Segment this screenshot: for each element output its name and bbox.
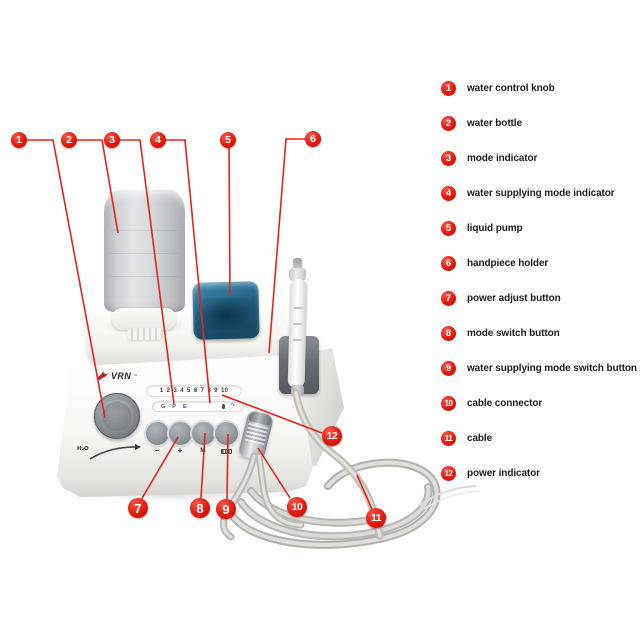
water-flow-arrow <box>89 444 141 460</box>
legend-label-10: cable connector <box>467 398 543 409</box>
callout-8: 8 <box>190 498 210 518</box>
legend-row-2: 2 water bottle <box>441 106 637 141</box>
legend-label-11: cable <box>467 433 493 444</box>
legend-num-8: 8 <box>441 326 456 341</box>
callout-9: 9 <box>216 499 236 519</box>
water-label: H₂O <box>77 446 89 452</box>
legend-row-5: 5 liquid pump <box>441 211 637 246</box>
minus-label: − <box>154 446 160 455</box>
legend-row-3: 3 mode indicator <box>441 141 637 176</box>
water-drop-icon <box>221 404 226 409</box>
legend-row-9: 9 water supplying mode switch button <box>441 351 637 386</box>
mode-switch-button <box>191 422 215 445</box>
watermark-swoosh <box>419 485 481 510</box>
legend-row-4: 4 water supplying mode indicator <box>441 176 637 211</box>
brand-logo: VRN ™ <box>96 370 137 381</box>
power-plus-button <box>168 422 192 445</box>
callout-4: 4 <box>150 132 166 148</box>
mode-letter-g: G <box>161 403 166 410</box>
bird-logo-icon <box>97 371 108 380</box>
legend-row-8: 8 mode switch button <box>441 316 637 351</box>
water-bottle-collar <box>112 308 176 330</box>
legend-row-12: 12 power indicator <box>441 456 637 491</box>
callout-11: 11 <box>366 508 386 528</box>
water-bottle-ring <box>127 328 163 340</box>
legend-label-6: handpiece holder <box>467 258 549 269</box>
callout-2: 2 <box>61 132 77 148</box>
legend-num-4: 4 <box>441 186 456 201</box>
power-level-display: 1 2 3 4 5 6 7 8 9 10 <box>146 385 242 397</box>
legend-num-7: 7 <box>441 291 456 306</box>
brand-text: VRN <box>111 370 132 381</box>
cable-coil <box>220 389 441 549</box>
water-bottle <box>104 190 185 312</box>
legend-label-8: mode switch button <box>467 328 560 339</box>
mode-letter-p: P <box>172 403 176 410</box>
legend-num-2: 2 <box>441 116 456 131</box>
mode-indicator-display: G P E ↷ <box>152 401 244 412</box>
legend-label-12: power indicator <box>467 468 540 479</box>
plus-label: + <box>177 446 183 455</box>
legend-num-12: 12 <box>441 466 456 481</box>
front-control-panel: VRN ™ 1 2 3 4 5 6 7 8 9 10 G P E ↷ H₂O −… <box>57 355 313 497</box>
legend-label-4: water supplying mode indicator <box>467 188 615 199</box>
legend-num-3: 3 <box>441 151 456 166</box>
power-minus-button <box>145 422 169 445</box>
callout-lines <box>27 138 373 510</box>
callout-10: 10 <box>287 497 307 517</box>
legend-row-6: 6 handpiece holder <box>441 246 637 281</box>
legend-num-11: 11 <box>441 431 456 446</box>
mode-letter-e: E <box>182 403 187 410</box>
legend-num-1: 1 <box>441 81 456 96</box>
legend: 1 water control knob 2 water bottle 3 mo… <box>441 71 637 491</box>
legend-label-5: liquid pump <box>467 223 523 234</box>
legend-num-9: 9 <box>441 361 456 376</box>
handpiece-tip <box>293 258 302 271</box>
water-mode-icon <box>220 449 232 454</box>
callout-5: 5 <box>220 132 236 148</box>
legend-label-3: mode indicator <box>467 153 538 164</box>
handpiece-cap <box>289 268 306 281</box>
mode-label: M <box>200 447 206 454</box>
legend-num-5: 5 <box>441 221 456 236</box>
callout-7: 7 <box>128 498 148 518</box>
legend-row-10: 10 cable connector <box>441 386 637 421</box>
callout-1: 1 <box>11 132 27 148</box>
auto-water-icon: ↷ <box>230 402 235 409</box>
legend-row-11: 11 cable <box>441 421 637 456</box>
legend-label-7: power adjust button <box>467 293 561 304</box>
callout-12: 12 <box>322 426 342 446</box>
callout-6: 6 <box>305 131 321 147</box>
power-scale-numbers: 1 2 3 4 5 6 7 8 9 10 <box>159 388 229 394</box>
brand-trademark: ™ <box>133 373 138 378</box>
legend-num-6: 6 <box>441 256 456 271</box>
legend-num-10: 10 <box>441 396 456 411</box>
water-mode-switch-button <box>214 422 238 445</box>
legend-row-7: 7 power adjust button <box>441 281 637 316</box>
legend-label-9: water supplying mode switch button <box>467 363 637 374</box>
legend-label-2: water bottle <box>467 118 522 129</box>
legend-label-1: water control knob <box>467 83 555 94</box>
callout-3: 3 <box>104 132 120 148</box>
legend-row-1: 1 water control knob <box>441 71 637 106</box>
